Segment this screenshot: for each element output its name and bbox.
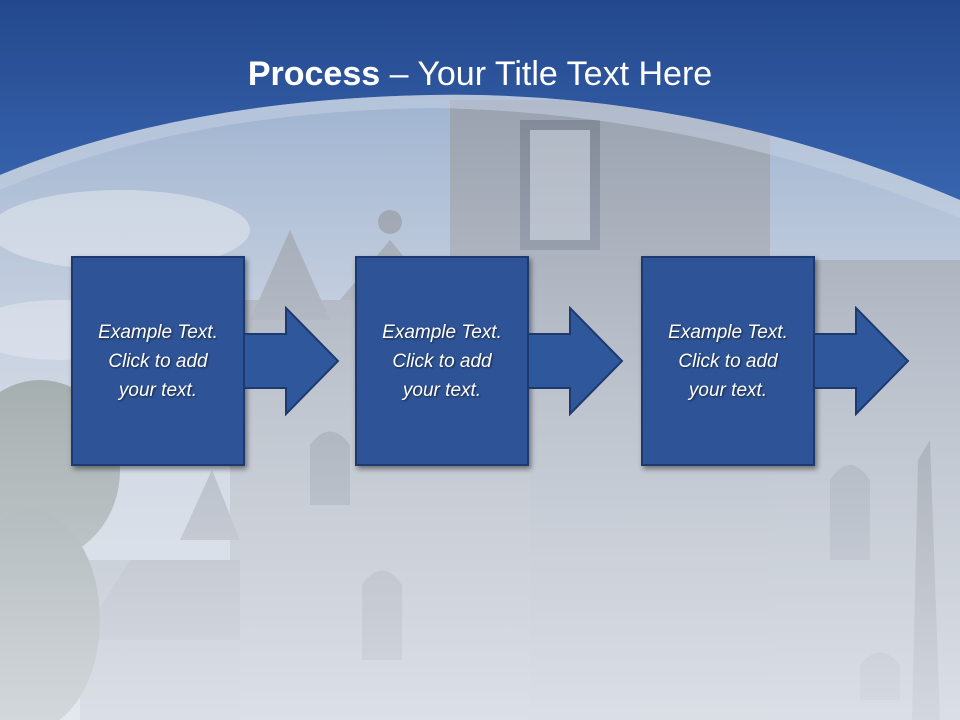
title-bold: Process xyxy=(247,55,381,93)
process-step-2[interactable]: Example Text. Click to add your text. xyxy=(355,256,529,466)
process-step-1[interactable]: Example Text. Click to add your text. xyxy=(71,256,245,466)
arrow-right-icon xyxy=(244,306,340,416)
page-title: Process – Your Title Text Here xyxy=(0,52,960,96)
arrow-right-icon xyxy=(814,306,910,416)
arrow-right-icon xyxy=(528,306,624,416)
process-step-3-text[interactable]: Example Text. Click to add your text. xyxy=(668,321,788,401)
process-step-1-text[interactable]: Example Text. Click to add your text. xyxy=(98,321,218,401)
title-rest: – Your Title Text Here xyxy=(380,55,713,93)
process-step-2-text[interactable]: Example Text. Click to add your text. xyxy=(382,321,502,401)
process-step-3[interactable]: Example Text. Click to add your text. xyxy=(641,256,815,466)
